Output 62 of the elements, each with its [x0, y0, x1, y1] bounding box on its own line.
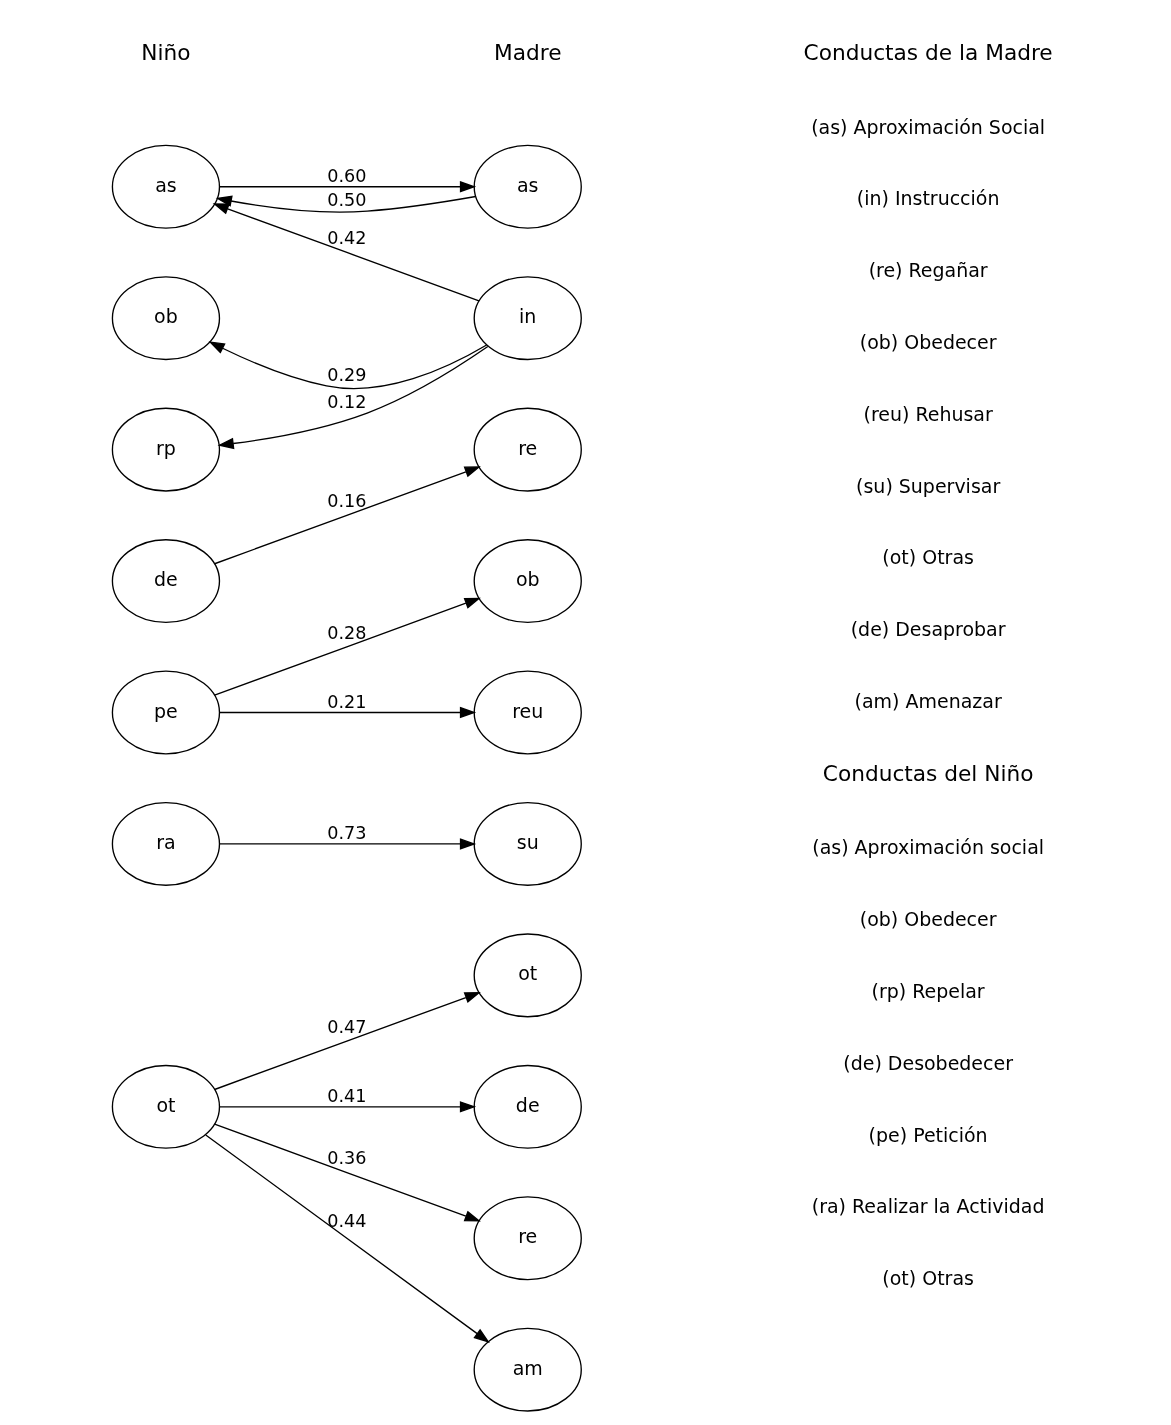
edge-label: 0.42 — [326, 228, 366, 249]
label: (in) Instrucción — [856, 187, 999, 210]
edge-label: 0.12 — [326, 392, 366, 413]
label: Conductas de la Madre — [803, 40, 1053, 66]
node-ellipse: ob — [111, 276, 220, 361]
arrow — [215, 195, 476, 213]
node-ellipse: ot — [473, 933, 582, 1018]
arrow — [217, 345, 488, 450]
arrow — [213, 466, 481, 565]
arrow — [213, 597, 481, 696]
edge-label: 0.47 — [326, 1016, 366, 1037]
label: (ra) Realizar la Actividad — [811, 1195, 1045, 1218]
edge-label: 0.73 — [326, 823, 366, 844]
label: (de) Desaprobar — [850, 618, 1006, 641]
edge-label: 0.16 — [326, 491, 366, 512]
arrow — [212, 203, 480, 302]
arrow — [218, 838, 476, 850]
node-ellipse: re — [473, 407, 582, 492]
label: (ob) Obedecer — [859, 908, 997, 931]
arrow — [213, 1123, 481, 1222]
label: (rp) Repelar — [871, 980, 985, 1002]
arrow — [213, 992, 481, 1091]
label: (re) Regañar — [868, 259, 988, 282]
node-ellipse: ot — [111, 1064, 220, 1149]
node-ellipse: as — [473, 144, 582, 229]
label: (am) Amenazar — [854, 690, 1002, 713]
node-ellipse: su — [473, 801, 582, 886]
label: (pe) Petición — [868, 1123, 988, 1146]
arrow — [218, 181, 476, 193]
node-ellipse: as — [111, 144, 220, 229]
node-ellipse: re — [473, 1196, 582, 1281]
node-ellipse: pe — [111, 670, 220, 755]
arrow — [208, 341, 487, 390]
node-ellipse: rp — [111, 407, 220, 492]
edge-label: 0.41 — [326, 1085, 366, 1106]
label: (ot) Otras — [881, 546, 974, 569]
arrow — [218, 706, 476, 719]
edge-label: 0.28 — [326, 622, 366, 643]
arrow — [204, 1134, 490, 1343]
edge-label: 0.21 — [326, 691, 366, 712]
node-ellipse: reu — [473, 670, 582, 755]
label: Conductas del Niño — [822, 761, 1034, 787]
node-ellipse: in — [473, 276, 582, 361]
edge-label: 0.50 — [326, 190, 366, 211]
edge-label: 0.44 — [326, 1210, 366, 1231]
label: (as) Aproximación Social — [810, 115, 1045, 138]
label: (de) Desobedecer — [842, 1051, 1013, 1074]
node-ellipse: ob — [473, 539, 582, 624]
label: (su) Supervisar — [855, 474, 1000, 497]
label: Niño — [140, 40, 191, 66]
node-ellipse: ra — [111, 801, 220, 886]
node-ellipse: de — [473, 1064, 582, 1149]
label: (ob) Obedecer — [859, 330, 997, 353]
edge-label: 0.60 — [326, 165, 366, 186]
label: (reu) Rehusar — [863, 402, 993, 425]
edge-label: 0.29 — [326, 365, 366, 386]
arrow — [218, 1101, 476, 1113]
label: (as) Aproximación social — [811, 836, 1044, 859]
label: Madre — [493, 40, 561, 66]
label: (ot) Otras — [881, 1267, 974, 1290]
node-ellipse: de — [111, 539, 220, 624]
edge-label: 0.36 — [326, 1148, 366, 1169]
